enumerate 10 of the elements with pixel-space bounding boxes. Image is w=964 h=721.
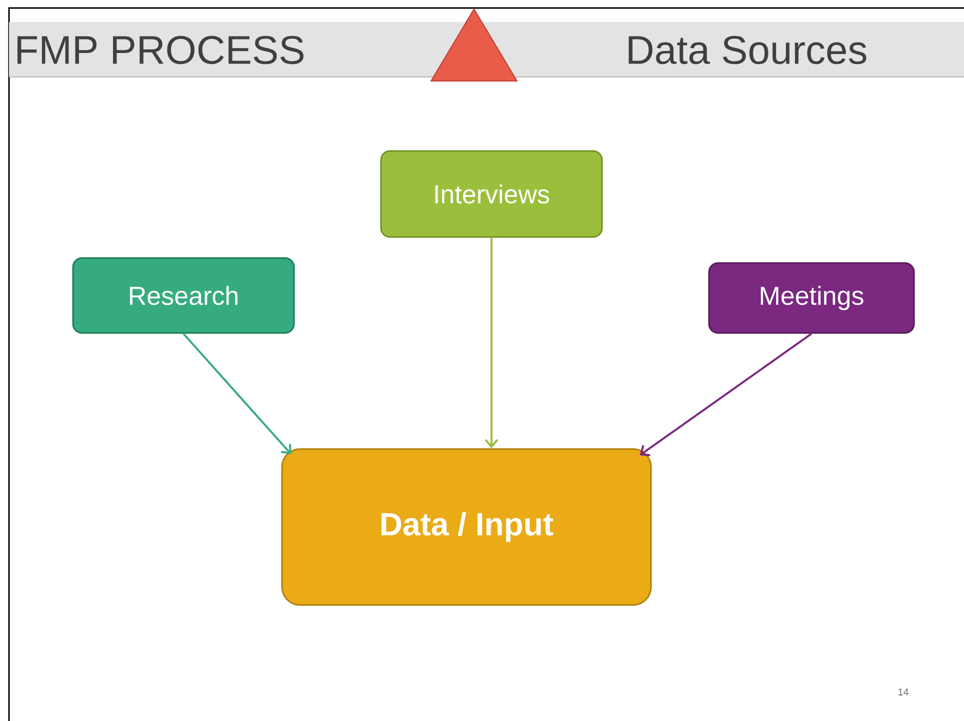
arrow (182, 333, 292, 454)
process-box: Research (72, 257, 295, 334)
process-box: Meetings (708, 262, 915, 334)
page-number: 14 (898, 688, 909, 696)
arrow (484, 238, 498, 448)
arrow (640, 332, 812, 456)
title: FMP PROCESS (17, 36, 304, 64)
heading: Data Sources (628, 36, 866, 64)
process-box: Data / Input (281, 448, 652, 606)
process-box: Interviews (380, 150, 603, 238)
